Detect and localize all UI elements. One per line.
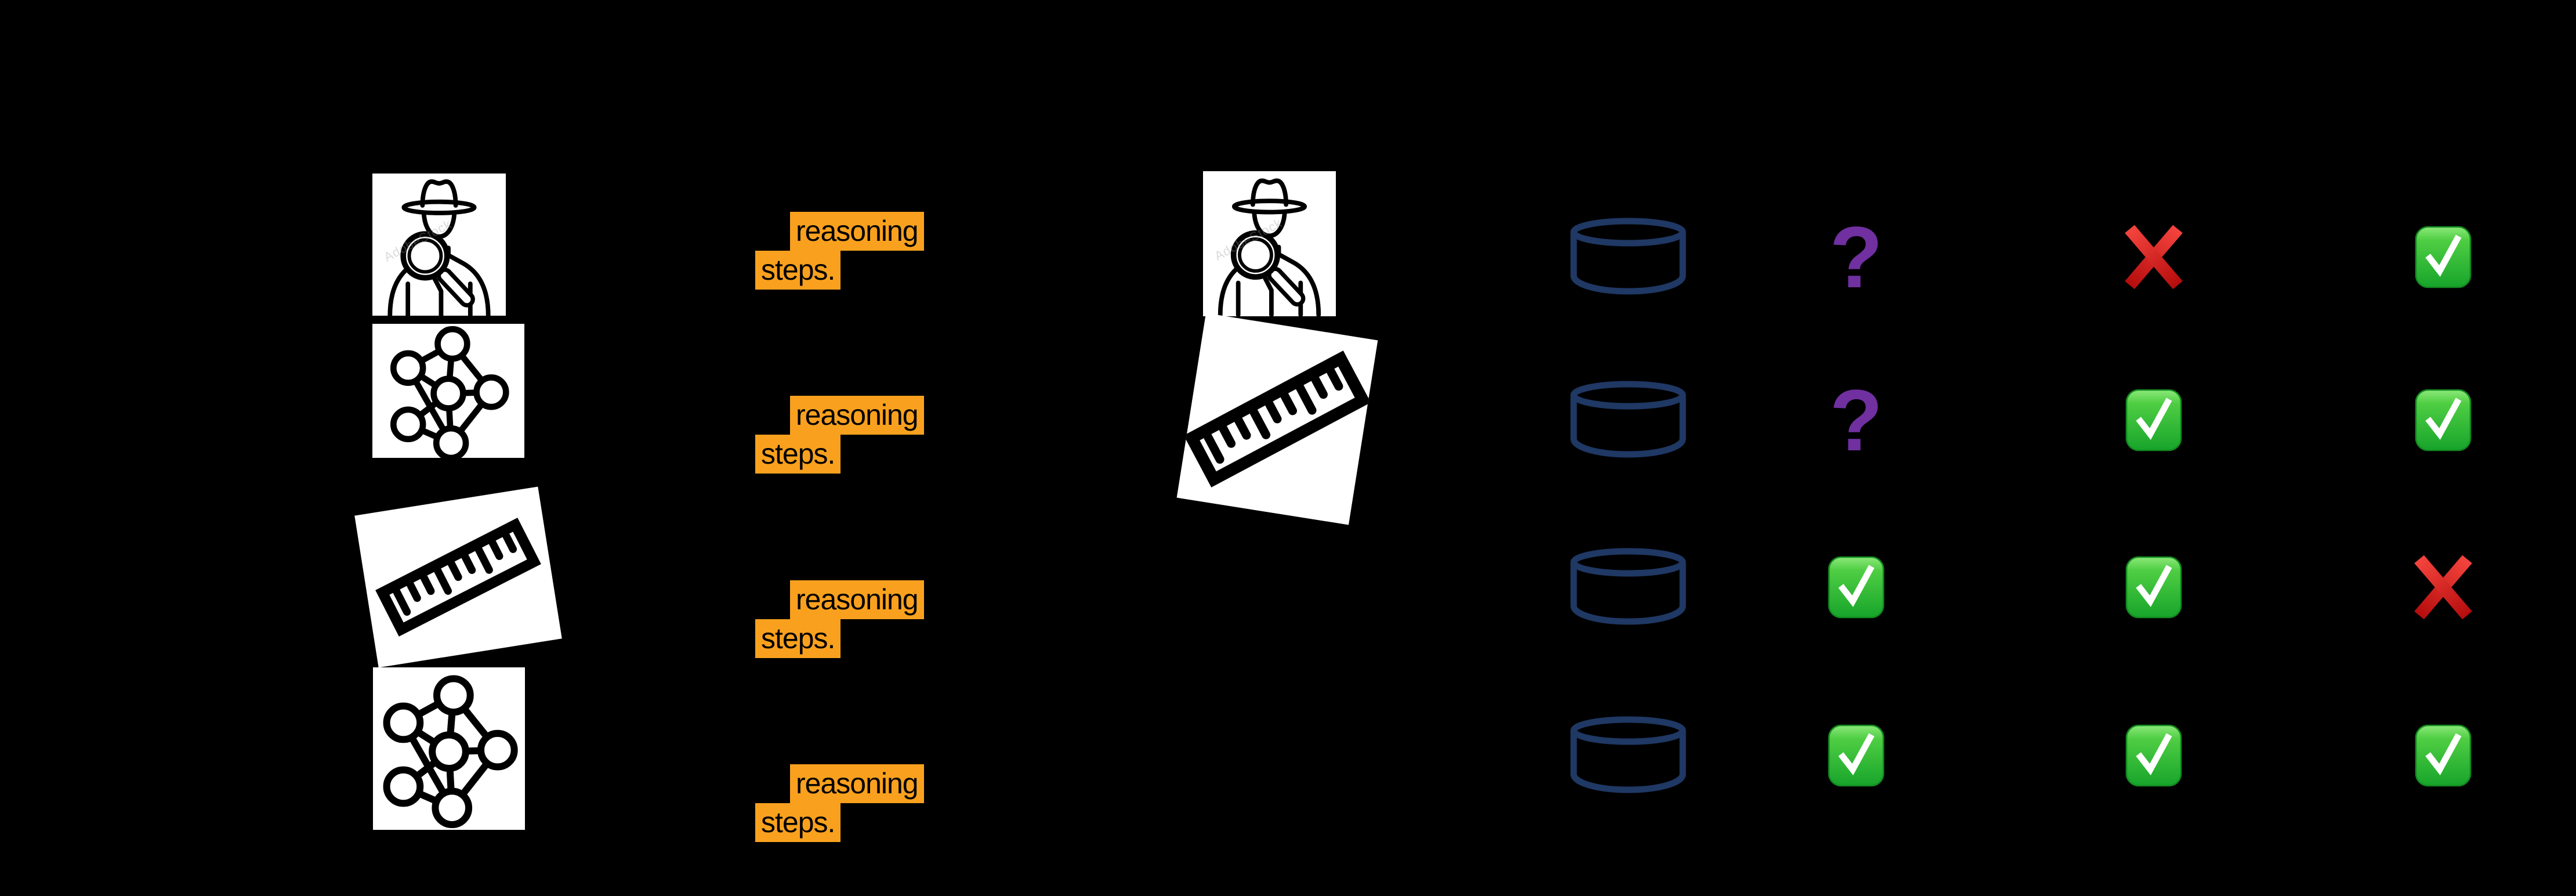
question-mark-glyph: ? [1829, 208, 1883, 306]
question-mark-icon: ? [1821, 214, 1891, 301]
database-icon [1566, 380, 1690, 461]
label-line-reasoning: reasoning [790, 580, 924, 619]
database-drawing [1570, 548, 1686, 625]
detective-magnifier-icon: AdobeStock [1203, 171, 1336, 316]
label-line-reasoning: reasoning [790, 212, 924, 251]
question-mark-icon: ? [1821, 377, 1891, 464]
ruler-icon [354, 486, 562, 668]
label-line-reasoning: reasoning [790, 764, 924, 803]
green-check-icon [2125, 555, 2183, 619]
green-check-icon [2414, 724, 2472, 787]
red-cross-drawing [2125, 225, 2183, 290]
label-line-steps: steps. [755, 251, 841, 290]
green-check-drawing [2125, 724, 2182, 787]
green-check-drawing [2415, 724, 2472, 787]
highlighted-text-label: reasoning steps. [755, 212, 924, 290]
neural-network-icon [372, 324, 524, 458]
red-cross-icon [2413, 555, 2473, 620]
red-cross-icon [2124, 225, 2184, 290]
green-check-icon [2414, 388, 2472, 452]
green-check-icon [1827, 724, 1885, 787]
highlighted-text-label: reasoning steps. [755, 580, 924, 658]
question-mark-glyph: ? [1829, 371, 1883, 469]
database-icon [1566, 216, 1690, 298]
highlighted-text-label: reasoning steps. [755, 764, 924, 842]
red-cross-drawing [2414, 555, 2472, 620]
green-check-drawing [1828, 556, 1885, 619]
green-check-drawing [2125, 556, 2182, 619]
label-line-reasoning: reasoning [790, 396, 924, 435]
ruler-icon [1176, 313, 1378, 525]
green-check-icon [1827, 555, 1885, 619]
label-line-steps: steps. [755, 803, 841, 842]
database-drawing [1570, 716, 1686, 793]
highlighted-text-label: reasoning steps. [755, 396, 924, 474]
ruler-drawing [375, 518, 541, 637]
neural-network-drawing [390, 326, 509, 458]
green-check-drawing [1828, 724, 1885, 787]
neural-network-drawing [383, 675, 518, 829]
green-check-drawing [2415, 389, 2472, 451]
database-drawing [1570, 381, 1686, 458]
green-check-drawing [2125, 389, 2182, 451]
database-icon [1566, 547, 1690, 628]
detective-magnifier-icon: AdobeStock [372, 174, 506, 316]
label-line-steps: steps. [755, 619, 841, 658]
label-line-steps: steps. [755, 435, 841, 474]
neural-network-icon [373, 667, 525, 830]
green-check-drawing [2415, 226, 2472, 288]
database-drawing [1570, 218, 1686, 295]
green-check-icon [2414, 225, 2472, 289]
database-icon [1566, 715, 1690, 796]
ruler-drawing [1183, 351, 1371, 487]
detective-drawing [387, 179, 491, 316]
green-check-icon [2125, 724, 2183, 787]
detective-drawing [1218, 178, 1321, 316]
green-check-icon [2125, 388, 2183, 452]
